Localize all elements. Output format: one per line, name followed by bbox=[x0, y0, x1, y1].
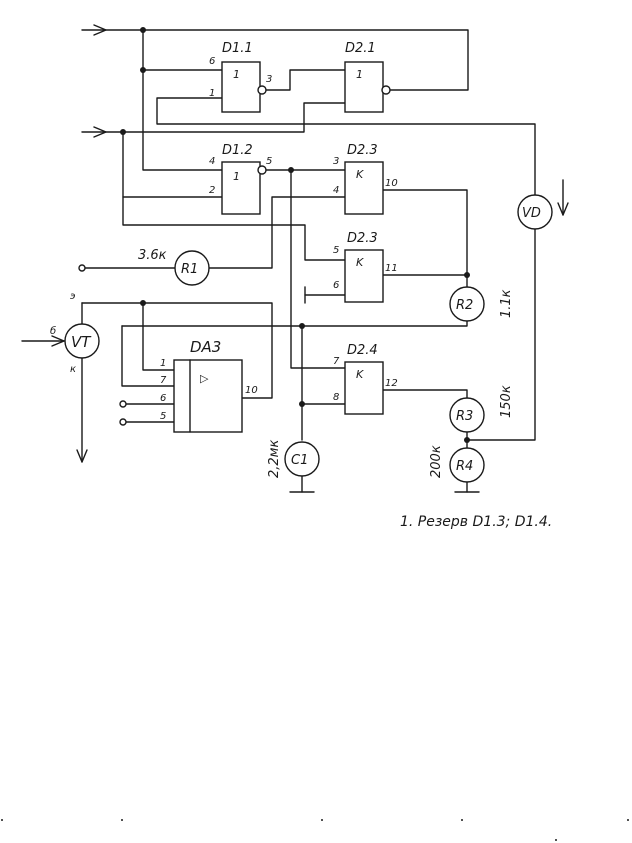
resistor-r2: R2 1.1к bbox=[449, 286, 514, 322]
pin-label-collector: к bbox=[70, 364, 76, 375]
resistor-r3: R3 150к bbox=[449, 385, 514, 433]
gate-symbol: 1 bbox=[233, 170, 240, 183]
opamp-da3: DA3 ▷ 1 7 6 5 10 bbox=[160, 338, 258, 433]
gate-symbol: K bbox=[356, 368, 364, 381]
pin-label: 7 bbox=[333, 356, 340, 367]
junction-dots bbox=[120, 27, 470, 443]
resistor-r4: R4 200к bbox=[429, 445, 485, 483]
footnote: 1. Резерв D1.3; D1.4. bbox=[400, 514, 552, 530]
pin-label: 4 bbox=[333, 185, 339, 196]
pin-label: 4 bbox=[209, 156, 215, 167]
gate-label: D2.1 bbox=[345, 41, 376, 56]
gate-label: D2.4 bbox=[347, 343, 378, 358]
component-value: 150к bbox=[499, 385, 514, 418]
gate-d1-2: D1.2 1 4 2 5 bbox=[209, 143, 272, 215]
pin-label: 3 bbox=[333, 156, 339, 167]
component-value: 200к bbox=[429, 445, 444, 478]
component-label: R3 bbox=[456, 409, 473, 424]
pin-label: 12 bbox=[385, 378, 398, 389]
gate-d1-1: D1.1 1 6 1 3 bbox=[209, 41, 272, 113]
resistor-r1: R1 3.6к bbox=[138, 248, 210, 286]
pin-label: 5 bbox=[266, 156, 272, 167]
terminal-pin6 bbox=[119, 400, 127, 408]
pin-label-base: б bbox=[50, 325, 56, 337]
pin-label: 5 bbox=[333, 245, 339, 256]
component-label: R1 bbox=[181, 262, 198, 277]
pin-label: 2 bbox=[209, 185, 215, 196]
component-label: VT bbox=[71, 333, 92, 351]
transistor-vt: VT э б к bbox=[50, 291, 100, 375]
pin-label-emitter: э bbox=[70, 291, 76, 302]
capacitor-c1: C1 2,2мк bbox=[267, 440, 320, 478]
gate-label: D1.1 bbox=[222, 41, 253, 56]
component-label: R4 bbox=[456, 459, 473, 474]
page-edge-marks bbox=[1, 819, 629, 841]
gate-label: D2.3 bbox=[347, 231, 378, 246]
gate-label: D1.2 bbox=[222, 143, 253, 158]
opamp-symbol: ▷ bbox=[200, 372, 209, 385]
pin-label: 1 bbox=[209, 88, 215, 99]
gate-d2-4: D2.4 K 7 8 12 bbox=[333, 343, 398, 415]
pin-label: 10 bbox=[245, 385, 258, 396]
pin-label: 6 bbox=[209, 56, 215, 67]
component-value: 3.6к bbox=[138, 248, 167, 263]
gate-d2-3-lower: D2.3 K 5 6 11 bbox=[333, 231, 398, 303]
gate-symbol: 1 bbox=[233, 68, 240, 81]
pin-label: 3 bbox=[266, 74, 272, 85]
pin-label: 10 bbox=[385, 178, 398, 189]
pin-label: 11 bbox=[385, 263, 398, 274]
pin-label: 8 bbox=[333, 392, 339, 403]
gate-symbol: K bbox=[356, 256, 364, 269]
component-label: VD bbox=[522, 206, 541, 221]
diode-vd: VD bbox=[517, 194, 553, 230]
gate-d2-1: D2.1 1 bbox=[344, 41, 391, 113]
component-label: R2 bbox=[456, 298, 473, 313]
pin-label: 6 bbox=[333, 280, 339, 291]
pin-label: 1 bbox=[160, 358, 166, 369]
pin-label: 6 bbox=[160, 393, 166, 404]
opamp-label: DA3 bbox=[190, 338, 221, 356]
gate-label: D2.3 bbox=[347, 143, 378, 158]
component-value: 2,2мк bbox=[267, 440, 282, 478]
gate-d2-3-upper: D2.3 K 3 4 10 bbox=[333, 143, 398, 215]
gate-symbol: 1 bbox=[356, 68, 363, 81]
pin-label: 5 bbox=[160, 411, 166, 422]
component-value: 1.1к bbox=[499, 289, 514, 318]
component-label: C1 bbox=[291, 453, 308, 468]
wires bbox=[21, 24, 569, 493]
gate-symbol: K bbox=[356, 168, 364, 181]
pin-label: 7 bbox=[160, 375, 167, 386]
terminal-pin5 bbox=[119, 418, 127, 426]
terminal-r1 bbox=[78, 264, 86, 272]
